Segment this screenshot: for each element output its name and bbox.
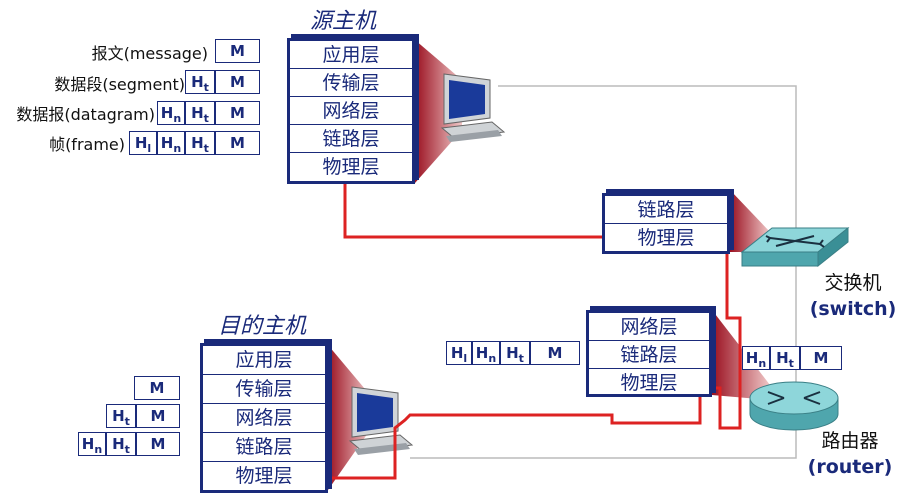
router-layer-network: 网络层 <box>589 313 709 341</box>
pdu-label-segment: 数据段(segment) <box>54 75 185 94</box>
router-stack: 网络层 链路层 物理层 <box>586 310 712 397</box>
switch-layer-link: 链路层 <box>605 196 727 224</box>
message-segment: M <box>136 404 180 428</box>
switch-layer-physical: 物理层 <box>637 227 695 249</box>
router-layer-physical: 物理层 <box>620 372 678 394</box>
source-layer-physical: 物理层 <box>322 156 380 178</box>
pdu-label-message: 报文(message) <box>91 44 208 63</box>
transport-header: Ht <box>185 70 215 94</box>
source-layer-link: 链路层 <box>290 125 412 153</box>
computer-icon <box>440 73 506 142</box>
message-segment: M <box>136 432 180 456</box>
dest-host-stack: 应用层 传输层 网络层 链路层 物理层 <box>200 343 328 493</box>
source-host-stack: 应用层 传输层 网络层 链路层 物理层 <box>287 38 415 184</box>
source-host-title: 源主机 <box>310 9 377 34</box>
network-header: Hn <box>157 131 185 155</box>
source-layer-transport: 传输层 <box>290 69 412 97</box>
message-segment: M <box>215 39 260 63</box>
transport-header: Ht <box>185 101 215 125</box>
router-layer-link: 链路层 <box>589 341 709 369</box>
switch-cone <box>730 190 770 252</box>
link-header: Hl <box>446 341 472 365</box>
message-segment: M <box>215 70 260 94</box>
switch-stack: 链路层 物理层 <box>602 193 730 254</box>
transport-header: Ht <box>106 404 136 428</box>
switch-label-en: (switch) <box>809 298 897 320</box>
link-header: Hl <box>129 131 157 155</box>
physical-links <box>410 85 797 459</box>
dest-host-title: 目的主机 <box>218 314 307 339</box>
message-segment: M <box>215 131 260 155</box>
message-segment: M <box>530 341 580 365</box>
dest-layer-physical: 物理层 <box>235 465 293 487</box>
pdu-label-datagram: 数据报(datagram) <box>16 105 155 124</box>
switch-label-cn: 交换机 <box>824 272 882 294</box>
switch-icon <box>740 226 850 268</box>
transport-header: Ht <box>185 131 215 155</box>
network-header: Hn <box>472 341 500 365</box>
router-label-cn: 路由器 <box>821 430 879 452</box>
dest-layer-link: 链路层 <box>203 433 325 462</box>
pdu-label-frame: 帧(frame) <box>49 135 125 154</box>
transport-header: Ht <box>106 432 136 456</box>
message-segment: M <box>134 376 180 400</box>
switch-caption: 交换机 (switch) <box>808 270 898 322</box>
message-segment: M <box>215 101 260 125</box>
source-layer-application: 应用层 <box>290 41 412 69</box>
router-label-en: (router) <box>807 456 893 478</box>
router-icon <box>749 381 839 431</box>
network-header: Hn <box>78 432 106 456</box>
router-caption: 路由器 (router) <box>800 428 900 480</box>
dest-layer-transport: 传输层 <box>203 375 325 404</box>
transport-header: Ht <box>500 341 530 365</box>
dest-layer-network: 网络层 <box>203 404 325 433</box>
source-layer-network: 网络层 <box>290 97 412 125</box>
dest-layer-application: 应用层 <box>203 346 325 375</box>
dest-host-cone <box>328 345 370 490</box>
message-segment: M <box>800 346 842 370</box>
transport-header: Ht <box>770 346 800 370</box>
network-header: Hn <box>157 101 185 125</box>
network-header: Hn <box>742 346 770 370</box>
